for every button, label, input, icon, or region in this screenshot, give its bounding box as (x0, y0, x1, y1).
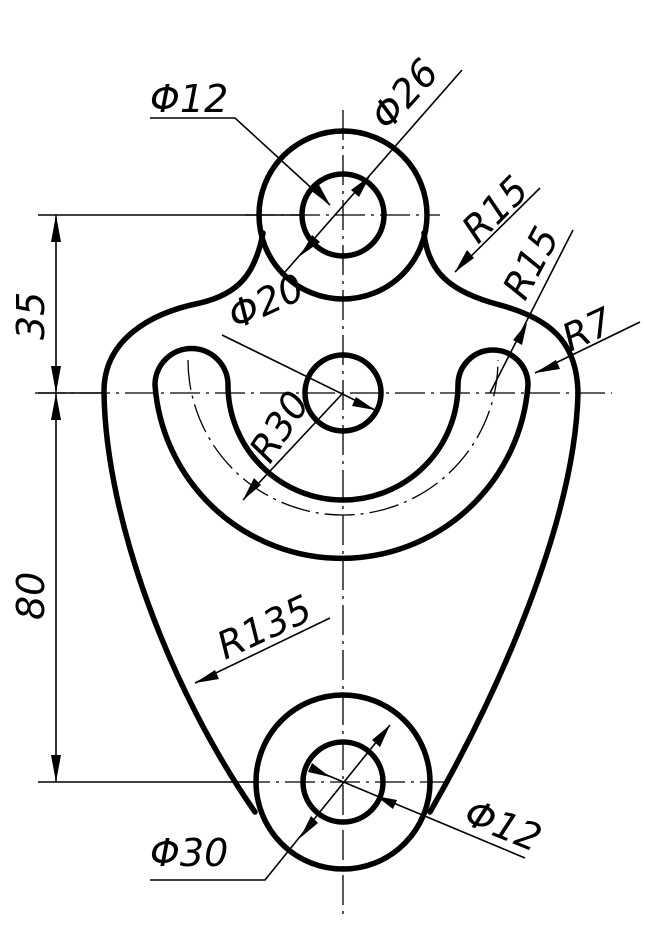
dim-35-label: 35 (9, 292, 53, 340)
slot-contour (152, 345, 531, 562)
dim-r7-label: R7 (555, 299, 619, 360)
arrow-d26-a (300, 235, 320, 256)
arrow-d20 (352, 397, 375, 410)
dim-line-d12-bottom (309, 767, 526, 859)
arrow-d26-b (351, 176, 370, 197)
dim-d26-label: Φ26 (362, 50, 447, 138)
outer-contour (101, 230, 581, 815)
dim-d30-label: Φ30 (150, 831, 228, 875)
dim-d12-bottom-label: Φ12 (459, 791, 548, 861)
leader-r15-slot (489, 229, 574, 394)
dim-d20-label: Φ20 (221, 265, 311, 338)
leader-r30 (242, 392, 344, 501)
center-hole-circle (302, 352, 384, 434)
top-hole-circle (299, 171, 387, 259)
arrow-80-top (51, 393, 61, 420)
arrow-r7 (535, 360, 560, 373)
dim-r135-label: R135 (210, 586, 318, 668)
dim-d12-top-label: Φ12 (150, 77, 228, 121)
arrow-80-bottom (51, 755, 61, 782)
arrow-r135 (195, 670, 219, 683)
leader-d20 (221, 334, 376, 411)
arrow-r15-fillet (455, 250, 474, 272)
arrow-d30-a (300, 816, 318, 838)
arrow-r15-slot (513, 323, 527, 345)
slot-center-arc (187, 359, 499, 516)
arrow-d12-bottom-b (376, 796, 397, 809)
arrow-35-bottom (51, 366, 61, 393)
leader-d12-top (150, 117, 331, 206)
arrow-d30-b (372, 725, 390, 747)
dim-80-label: 80 (9, 572, 53, 620)
leader-d30 (150, 724, 391, 881)
arrow-d12-bottom-a (308, 763, 330, 777)
arrow-35-top (51, 215, 61, 242)
leader-r135 (194, 617, 331, 684)
bottom-hole-circle (300, 739, 386, 825)
arrow-d12-top (310, 183, 330, 205)
arrow-r30 (243, 478, 261, 500)
